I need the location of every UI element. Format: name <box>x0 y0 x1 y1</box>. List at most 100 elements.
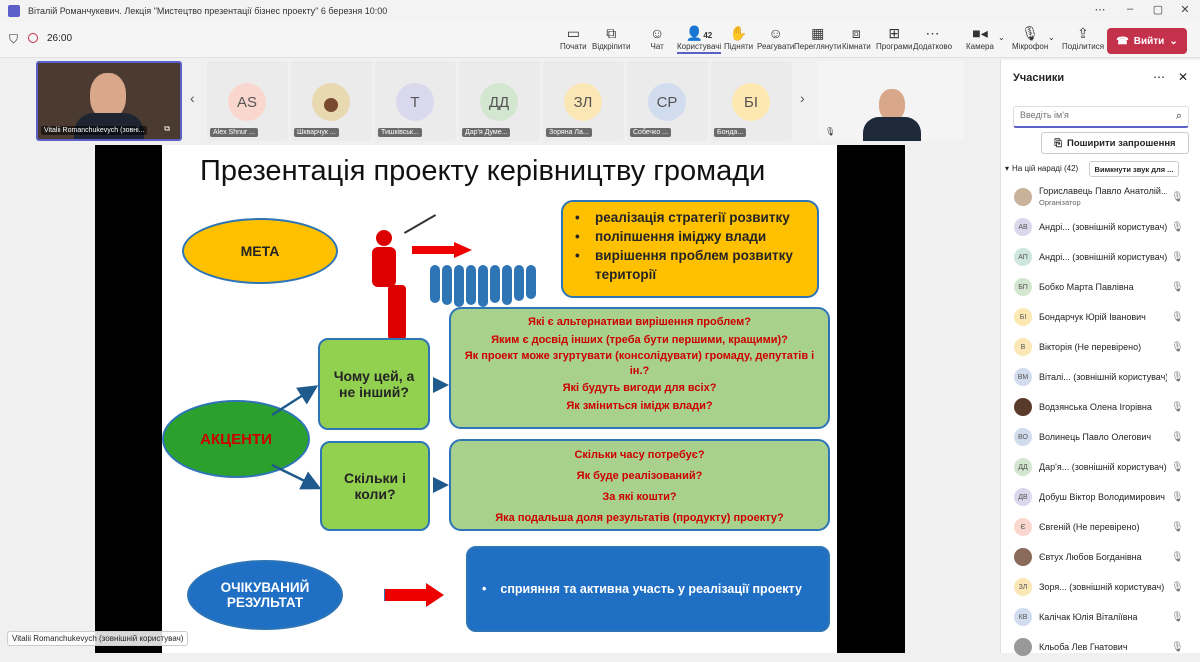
in-meeting-section[interactable]: ▾На цій нараді (42) <box>1005 164 1078 173</box>
avatar: АП <box>1014 248 1032 266</box>
toolbar-camera-button[interactable]: ■◂Камера <box>966 25 994 51</box>
toolbar-mic-button[interactable]: 🎙Мікрофон <box>1012 25 1048 51</box>
participant-row[interactable]: Євтух Любов Богданівна🎙 <box>1001 542 1200 572</box>
why-question: Як проект може згуртувати (консолідувати… <box>464 350 815 377</box>
participant-tile[interactable]: Шкварчук ... <box>291 61 372 141</box>
why-box: Чому цей, а не інший? <box>318 338 430 430</box>
mic-muted-icon[interactable]: 🎙 <box>1171 311 1184 323</box>
window-title: Віталій Романчукевич. Лекція "Мистецтво … <box>28 6 388 16</box>
search-input[interactable] <box>1020 110 1160 120</box>
avatar: БІ <box>1014 308 1032 326</box>
toolbar-label: Підняти <box>724 42 754 51</box>
participant-row[interactable]: БІ Бондарчук Юрій Іванович 🎙 <box>1001 302 1200 332</box>
toolbar-share-button[interactable]: ⇪Поділитися <box>1062 25 1104 51</box>
title-bar: Віталій Романчукевич. Лекція "Мистецтво … <box>0 0 1200 22</box>
avatar: ВО <box>1014 428 1032 446</box>
scroll-right-icon[interactable]: › <box>800 90 805 106</box>
in-meeting-label: На цій нараді (42) <box>1012 164 1079 173</box>
tile-name: Собечко ... <box>630 128 671 137</box>
more-icon: ⋯ <box>925 25 940 41</box>
share-invite-button[interactable]: ⎘Поширити запрошення <box>1041 132 1189 154</box>
toolbar-unpin-button[interactable]: ⧉Відкріпити <box>592 25 630 51</box>
avatar <box>1014 188 1032 206</box>
leave-chevron-icon: ⌄ <box>1169 35 1178 47</box>
close-icon[interactable]: ✕ <box>1178 70 1189 84</box>
close-icon[interactable]: ✕ <box>1180 4 1190 16</box>
maximize-icon[interactable]: ▢ <box>1152 4 1164 16</box>
more-icon[interactable]: ⋯ <box>1094 4 1106 16</box>
participant-name: Андрі... (зовнішній користувач) <box>1039 252 1167 262</box>
accents-ellipse: АКЦЕНТИ <box>162 400 310 478</box>
share-link-icon: ⎘ <box>1054 137 1062 149</box>
participant-row[interactable]: Гориславець Павло Анатолій...Організатор… <box>1001 182 1200 212</box>
participant-name: Бондарчук Юрій Іванович <box>1039 312 1146 322</box>
leave-button[interactable]: ☎Вийти⌄ <box>1107 28 1187 54</box>
toolbar-raise-hand-button[interactable]: ✋Підняти <box>724 25 753 51</box>
more-icon[interactable]: ⋯ <box>1153 70 1165 84</box>
self-video-tile[interactable]: 🎙 <box>817 61 964 141</box>
participant-row[interactable]: ВО Волинець Павло Олегович 🎙 <box>1001 422 1200 452</box>
toolbar-apps-button[interactable]: ⊞Програми <box>876 25 912 51</box>
tile-name: Дар'я Думе... <box>462 128 511 137</box>
connector-arrows <box>271 377 449 493</box>
mic-muted-icon[interactable]: 🎙 <box>1171 221 1184 233</box>
search-field[interactable]: ⌕ <box>1013 106 1189 128</box>
camera-options-chevron-icon[interactable]: ⌄ <box>998 33 1005 42</box>
screen-share-icon: ⧉ <box>164 124 170 133</box>
mic-muted-icon[interactable]: 🎙 <box>1171 461 1184 473</box>
participant-name: Бобко Марта Павлівна <box>1039 282 1134 292</box>
mic-muted-icon[interactable]: 🎙 <box>1171 491 1184 503</box>
mic-muted-icon[interactable]: 🎙 <box>1171 371 1184 383</box>
mic-muted-icon[interactable]: 🎙 <box>1171 191 1184 203</box>
mic-muted-icon[interactable]: 🎙 <box>1171 611 1184 623</box>
speaker-video-tile[interactable]: Vitalii Romanchukevych (зовні... ⧉ <box>36 61 182 141</box>
goal-arrow <box>412 242 472 258</box>
tile-name: Бонда... <box>714 128 747 137</box>
scroll-left-icon[interactable]: ‹ <box>190 90 195 106</box>
mic-muted-icon[interactable]: 🎙 <box>1171 641 1184 653</box>
toolbar-view-button[interactable]: ▦Переглянути <box>794 25 841 51</box>
toolbar-rooms-button[interactable]: ⧈Кімнати <box>842 25 871 51</box>
toolbar-more-button[interactable]: ⋯Додатково <box>913 25 952 51</box>
mic-muted-icon[interactable]: 🎙 <box>1171 281 1184 293</box>
mic-muted-icon[interactable]: 🎙 <box>1171 581 1184 593</box>
mic-icon: 🎙 <box>1021 25 1040 41</box>
toolbar-start-button[interactable]: ▭Почати <box>560 25 587 51</box>
mic-muted-icon[interactable]: 🎙 <box>1171 521 1184 533</box>
toolbar-react-button[interactable]: ☺Реагувати <box>757 25 794 51</box>
mic-muted-icon[interactable]: 🎙 <box>1171 251 1184 263</box>
meeting-timer: 26:00 <box>47 33 73 44</box>
minimize-icon[interactable]: – <box>1126 3 1134 15</box>
participants-panel: Учасники ⋯ ✕ ⌕ ⎘Поширити запрошення ▾На … <box>1000 60 1200 656</box>
participant-row[interactable]: АП Андрі... (зовнішній користувач) 🎙 <box>1001 242 1200 272</box>
smile-icon: ☺ <box>768 25 783 41</box>
mic-muted-icon[interactable]: 🎙 <box>1171 401 1184 413</box>
when-question: Як буде реалізований? <box>576 470 703 482</box>
participant-row[interactable]: Водзянська Олена Ігорівна🎙 <box>1001 392 1200 422</box>
mic-muted-icon[interactable]: 🎙 <box>1171 341 1184 353</box>
mute-all-button[interactable]: Вимкнути звук для ... <box>1089 161 1179 177</box>
toolbar-chat-button[interactable]: ☺Чат <box>650 25 664 51</box>
mic-muted-icon[interactable]: 🎙 <box>1171 431 1184 443</box>
tile-name: Тишківськ... <box>378 128 422 137</box>
mic-muted-icon[interactable]: 🎙 <box>1171 551 1184 563</box>
mic-options-chevron-icon[interactable]: ⌄ <box>1048 33 1055 42</box>
participant-name: Волинець Павло Олегович <box>1039 432 1152 442</box>
participant-row[interactable]: Кльоба Лев Гнатович🎙 <box>1001 632 1200 662</box>
